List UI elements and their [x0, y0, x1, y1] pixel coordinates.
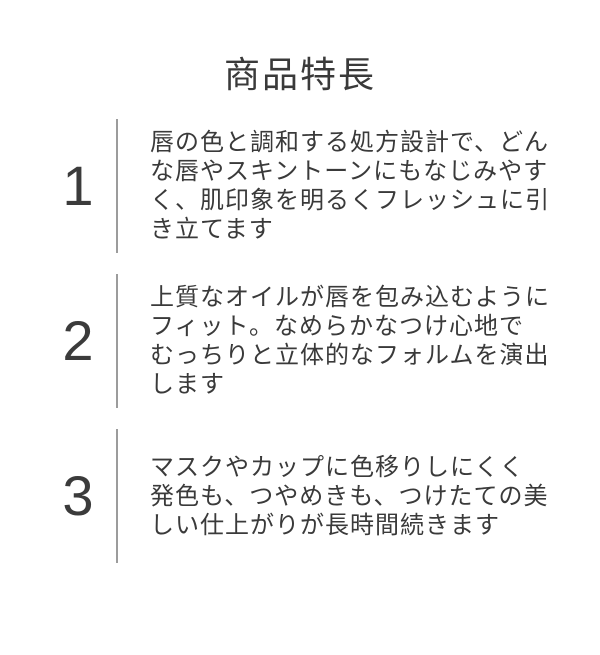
vertical-divider	[116, 119, 118, 253]
feature-item-3: 3 マスクやカップに色移りしにくく 発色も、つやめきも、つけたての美 しい仕上が…	[0, 429, 600, 563]
feature-list: 1 唇の色と調和する処方設計で、どん な唇やスキントーンにもなじみやす く、肌印…	[0, 119, 600, 563]
feature-number-2: 2	[62, 309, 94, 372]
vertical-divider	[116, 274, 118, 408]
feature-description-2: 上質なオイルが唇を包み込むように フィット。なめらかなつけ心地で むっちりと立体…	[150, 284, 550, 398]
feature-number-1: 1	[62, 154, 94, 217]
feature-description-1: 唇の色と調和する処方設計で、どん な唇やスキントーンにもなじみやす く、肌印象を…	[150, 129, 550, 243]
product-features-panel: 商品特長 1 唇の色と調和する処方設計で、どん な唇やスキントーンにもなじみやす…	[0, 55, 600, 655]
page-title: 商品特長	[223, 54, 376, 95]
feature-description-3: マスクやカップに色移りしにくく 発色も、つやめきも、つけたての美 しい仕上がりが…	[150, 453, 549, 539]
feature-item-2: 2 上質なオイルが唇を包み込むように フィット。なめらかなつけ心地で むっちりと…	[0, 274, 600, 408]
feature-number-3: 3	[62, 464, 94, 527]
feature-item-1: 1 唇の色と調和する処方設計で、どん な唇やスキントーンにもなじみやす く、肌印…	[0, 119, 600, 253]
vertical-divider	[116, 429, 118, 563]
